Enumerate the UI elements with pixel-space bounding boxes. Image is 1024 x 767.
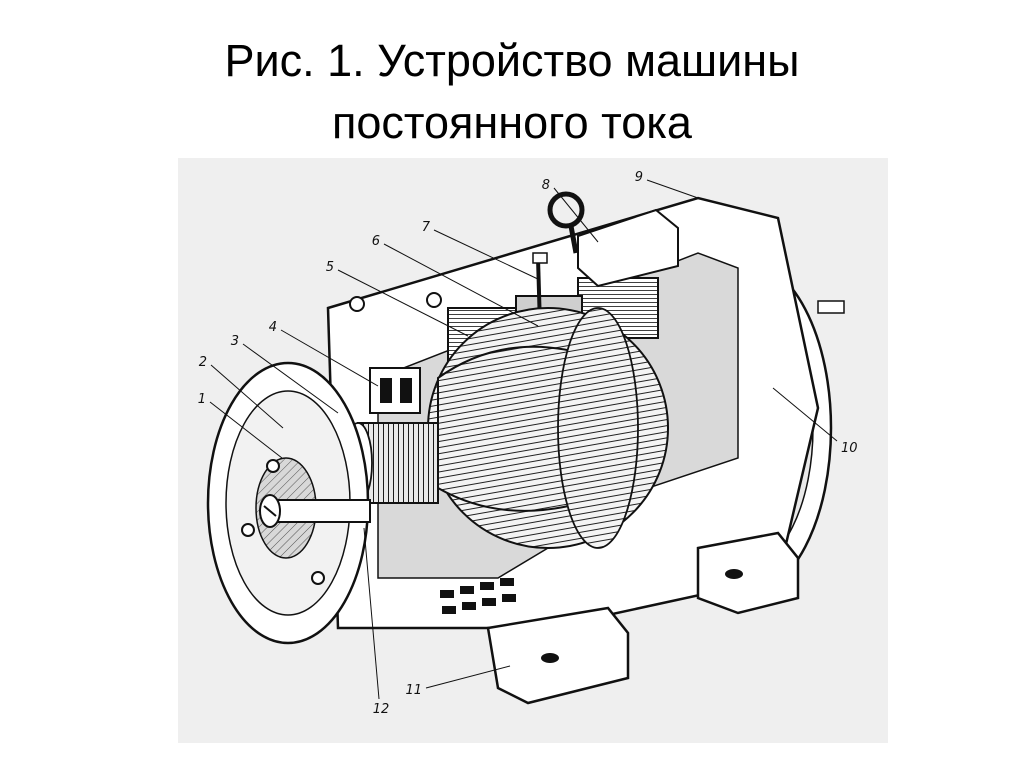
foot-hole-1 <box>541 653 559 663</box>
shield-bolt-3 <box>311 571 325 585</box>
callout-4: 4 <box>269 320 277 335</box>
slide-title: Рис. 1. Устройство машины постоянного то… <box>0 30 1024 154</box>
rear-shaft-end <box>817 300 845 314</box>
callout-10: 10 <box>841 441 858 456</box>
shield-bolt-2 <box>241 523 255 537</box>
callout-1: 1 <box>198 392 206 407</box>
shaft-keyway <box>263 505 277 517</box>
vent-slots <box>440 578 516 614</box>
front-foot <box>486 606 630 705</box>
dc-machine-illustration: 1 2 3 4 5 6 7 8 9 10 11 12 <box>178 158 888 743</box>
terminal-box <box>577 208 679 288</box>
brush-2 <box>400 378 412 403</box>
lifting-eye-stem <box>568 225 579 254</box>
housing-bolt-1 <box>426 292 442 308</box>
shaft <box>269 499 371 523</box>
callout-9: 9 <box>635 170 643 185</box>
brush-1 <box>380 378 392 403</box>
armature-end-turns <box>557 307 639 549</box>
housing-bolt-2 <box>349 296 365 312</box>
callout-2: 2 <box>199 355 207 370</box>
foot-hole-2 <box>725 569 743 579</box>
callout-11: 11 <box>405 683 422 698</box>
title-line-1: Рис. 1. Устройство машины <box>224 35 800 86</box>
callout-12: 12 <box>373 702 390 717</box>
dc-machine-figure: 1 2 3 4 5 6 7 8 9 10 11 12 <box>178 158 888 743</box>
title-line-2: постоянного тока <box>332 97 692 148</box>
pole-bolt-head <box>532 252 548 264</box>
callout-6: 6 <box>372 234 380 249</box>
callout-7: 7 <box>422 220 431 235</box>
brush-holder <box>369 367 421 414</box>
rear-foot <box>696 531 800 615</box>
callout-3: 3 <box>231 334 239 349</box>
callout-5: 5 <box>326 260 334 275</box>
leader-lines <box>209 179 838 700</box>
lifting-eye <box>547 191 585 229</box>
shield-bolt-1 <box>266 459 280 473</box>
callout-8: 8 <box>542 178 550 193</box>
